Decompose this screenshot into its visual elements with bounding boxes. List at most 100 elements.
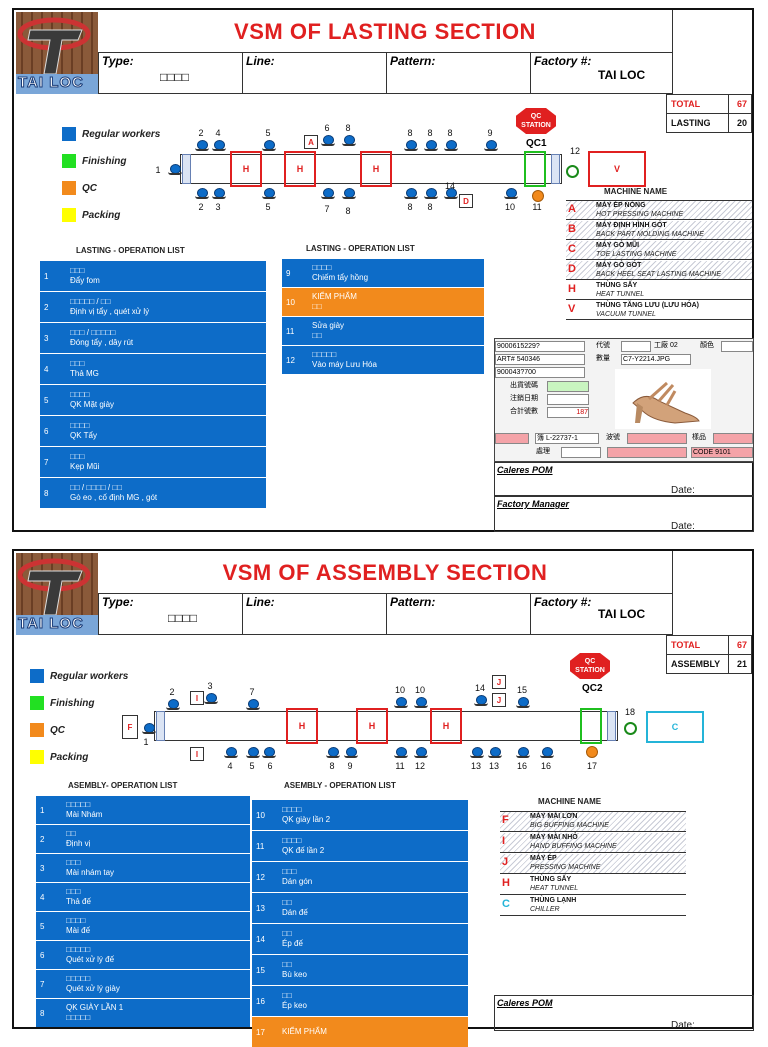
qc-label: QC2 [582, 683, 603, 694]
worker-number: 12 [414, 761, 425, 771]
worker-icon [474, 695, 488, 706]
machine-h-1: H [286, 708, 318, 744]
worker-number: 11 [395, 761, 405, 771]
op-row: 2□□Định vị [36, 824, 250, 853]
machine-h-3: H [360, 151, 392, 187]
conveyor-end-right [551, 154, 560, 184]
worker-number: 6 [324, 123, 330, 133]
legend-swatch-qc [62, 181, 76, 195]
op-row: 2□□□□□ / □□Định vị tẩy , quét xử lý [40, 291, 266, 322]
worker-icon [212, 140, 226, 151]
op-list-title-right: ASEMBLY - OPERATION LIST [284, 781, 396, 790]
op-list-title-left: LASTING - OPERATION LIST [76, 246, 185, 255]
worker-icon [444, 140, 458, 151]
worker-icon [246, 747, 260, 758]
op-list-title-right: LASTING - OPERATION LIST [306, 244, 415, 253]
line-cell: Line: [242, 52, 386, 94]
finishing-box [580, 708, 602, 744]
worker-number: 4 [227, 761, 233, 771]
worker-icon [488, 747, 502, 758]
worker-number-right: 18 [624, 707, 635, 717]
worker-icon [404, 140, 418, 151]
page-title: VSM OF LASTING SECTION [98, 10, 672, 53]
tai-loc-logo [16, 12, 98, 94]
machine-v: V [588, 151, 646, 187]
worker-icon [142, 723, 156, 734]
machine-name-title: MACHINE NAME [604, 187, 668, 196]
worker-number: 8 [407, 202, 413, 212]
worker-icon [516, 697, 530, 708]
qc-worker-dot [586, 746, 598, 758]
pattern-cell: Pattern: [386, 52, 530, 94]
worker-number: 5 [265, 202, 271, 212]
machine-name-title: MACHINE NAME [538, 797, 602, 806]
tai-loc-logo [16, 553, 98, 635]
worker-number: 3 [215, 202, 221, 212]
worker-icon [321, 188, 335, 199]
op-row: 14□□Ép đế [252, 923, 468, 954]
type-value: □□□□ [168, 611, 197, 625]
worker-icon [424, 188, 438, 199]
machine-a-box: A [304, 135, 318, 149]
op-row: 1□□□□□Mài Nhám [36, 795, 250, 824]
machine-d-box: D [459, 194, 473, 208]
worker-icon [504, 188, 518, 199]
worker-number: 8 [329, 761, 335, 771]
op-row: 12□□□□□Vào máy Lưu Hóa [282, 345, 484, 374]
sandal-photo [615, 369, 711, 429]
worker-icon [404, 188, 418, 199]
conveyor-end-left [182, 154, 191, 184]
worker-number: 13 [488, 761, 499, 771]
factory-cell: Factory #: [530, 593, 672, 635]
company-name: TAI LOC [18, 615, 84, 633]
worker-number: 10 [394, 685, 405, 695]
legend-label-packing: Packing [50, 752, 89, 763]
op-row: 9□□□□Chiếm tẩy hồng [282, 258, 484, 287]
finishing-worker-dot [566, 165, 579, 178]
worker-number: 13 [470, 761, 481, 771]
worker-number: 7 [324, 204, 330, 214]
legend-label-finishing: Finishing [50, 698, 95, 709]
worker-icon [212, 188, 226, 199]
worker-icon [444, 188, 458, 199]
op-row: 5□□□□Mài đế [36, 911, 250, 940]
type-cell: Type: [98, 52, 242, 94]
op-row: 6□□□□□Quét xử lý đế [36, 940, 250, 969]
op-row: 1□□□Đẩy fom [40, 260, 266, 291]
legend-swatch-regular [30, 669, 44, 683]
lasting-conveyor [180, 154, 562, 184]
worker-number: 8 [345, 123, 351, 133]
conveyor-end-right [607, 711, 616, 741]
worker-number: 8 [407, 128, 413, 138]
worker-icon [195, 140, 209, 151]
worker-icon [484, 140, 498, 151]
worker-number: 15 [516, 685, 527, 695]
page-title: VSM OF ASSEMBLY SECTION [98, 551, 672, 594]
worker-icon [414, 697, 428, 708]
worker-number: 3 [207, 681, 213, 691]
factory-manager-signature: Factory Manager Date: [494, 496, 754, 532]
machine-i-box: I [190, 691, 204, 705]
machine-h-1: H [230, 151, 262, 187]
worker-number: 8 [427, 202, 433, 212]
worker-number: 4 [215, 128, 221, 138]
worker-number-left: 1 [155, 165, 161, 175]
legend-swatch-packing [62, 208, 76, 222]
op-list-left: 1□□□Đẩy fom 2□□□□□ / □□Định vị tẩy , qué… [40, 260, 266, 508]
machine-h-3: H [430, 708, 462, 744]
worker-icon [246, 699, 260, 710]
worker-number: 7 [249, 687, 255, 697]
worker-icon [168, 164, 182, 175]
worker-icon [516, 747, 530, 758]
